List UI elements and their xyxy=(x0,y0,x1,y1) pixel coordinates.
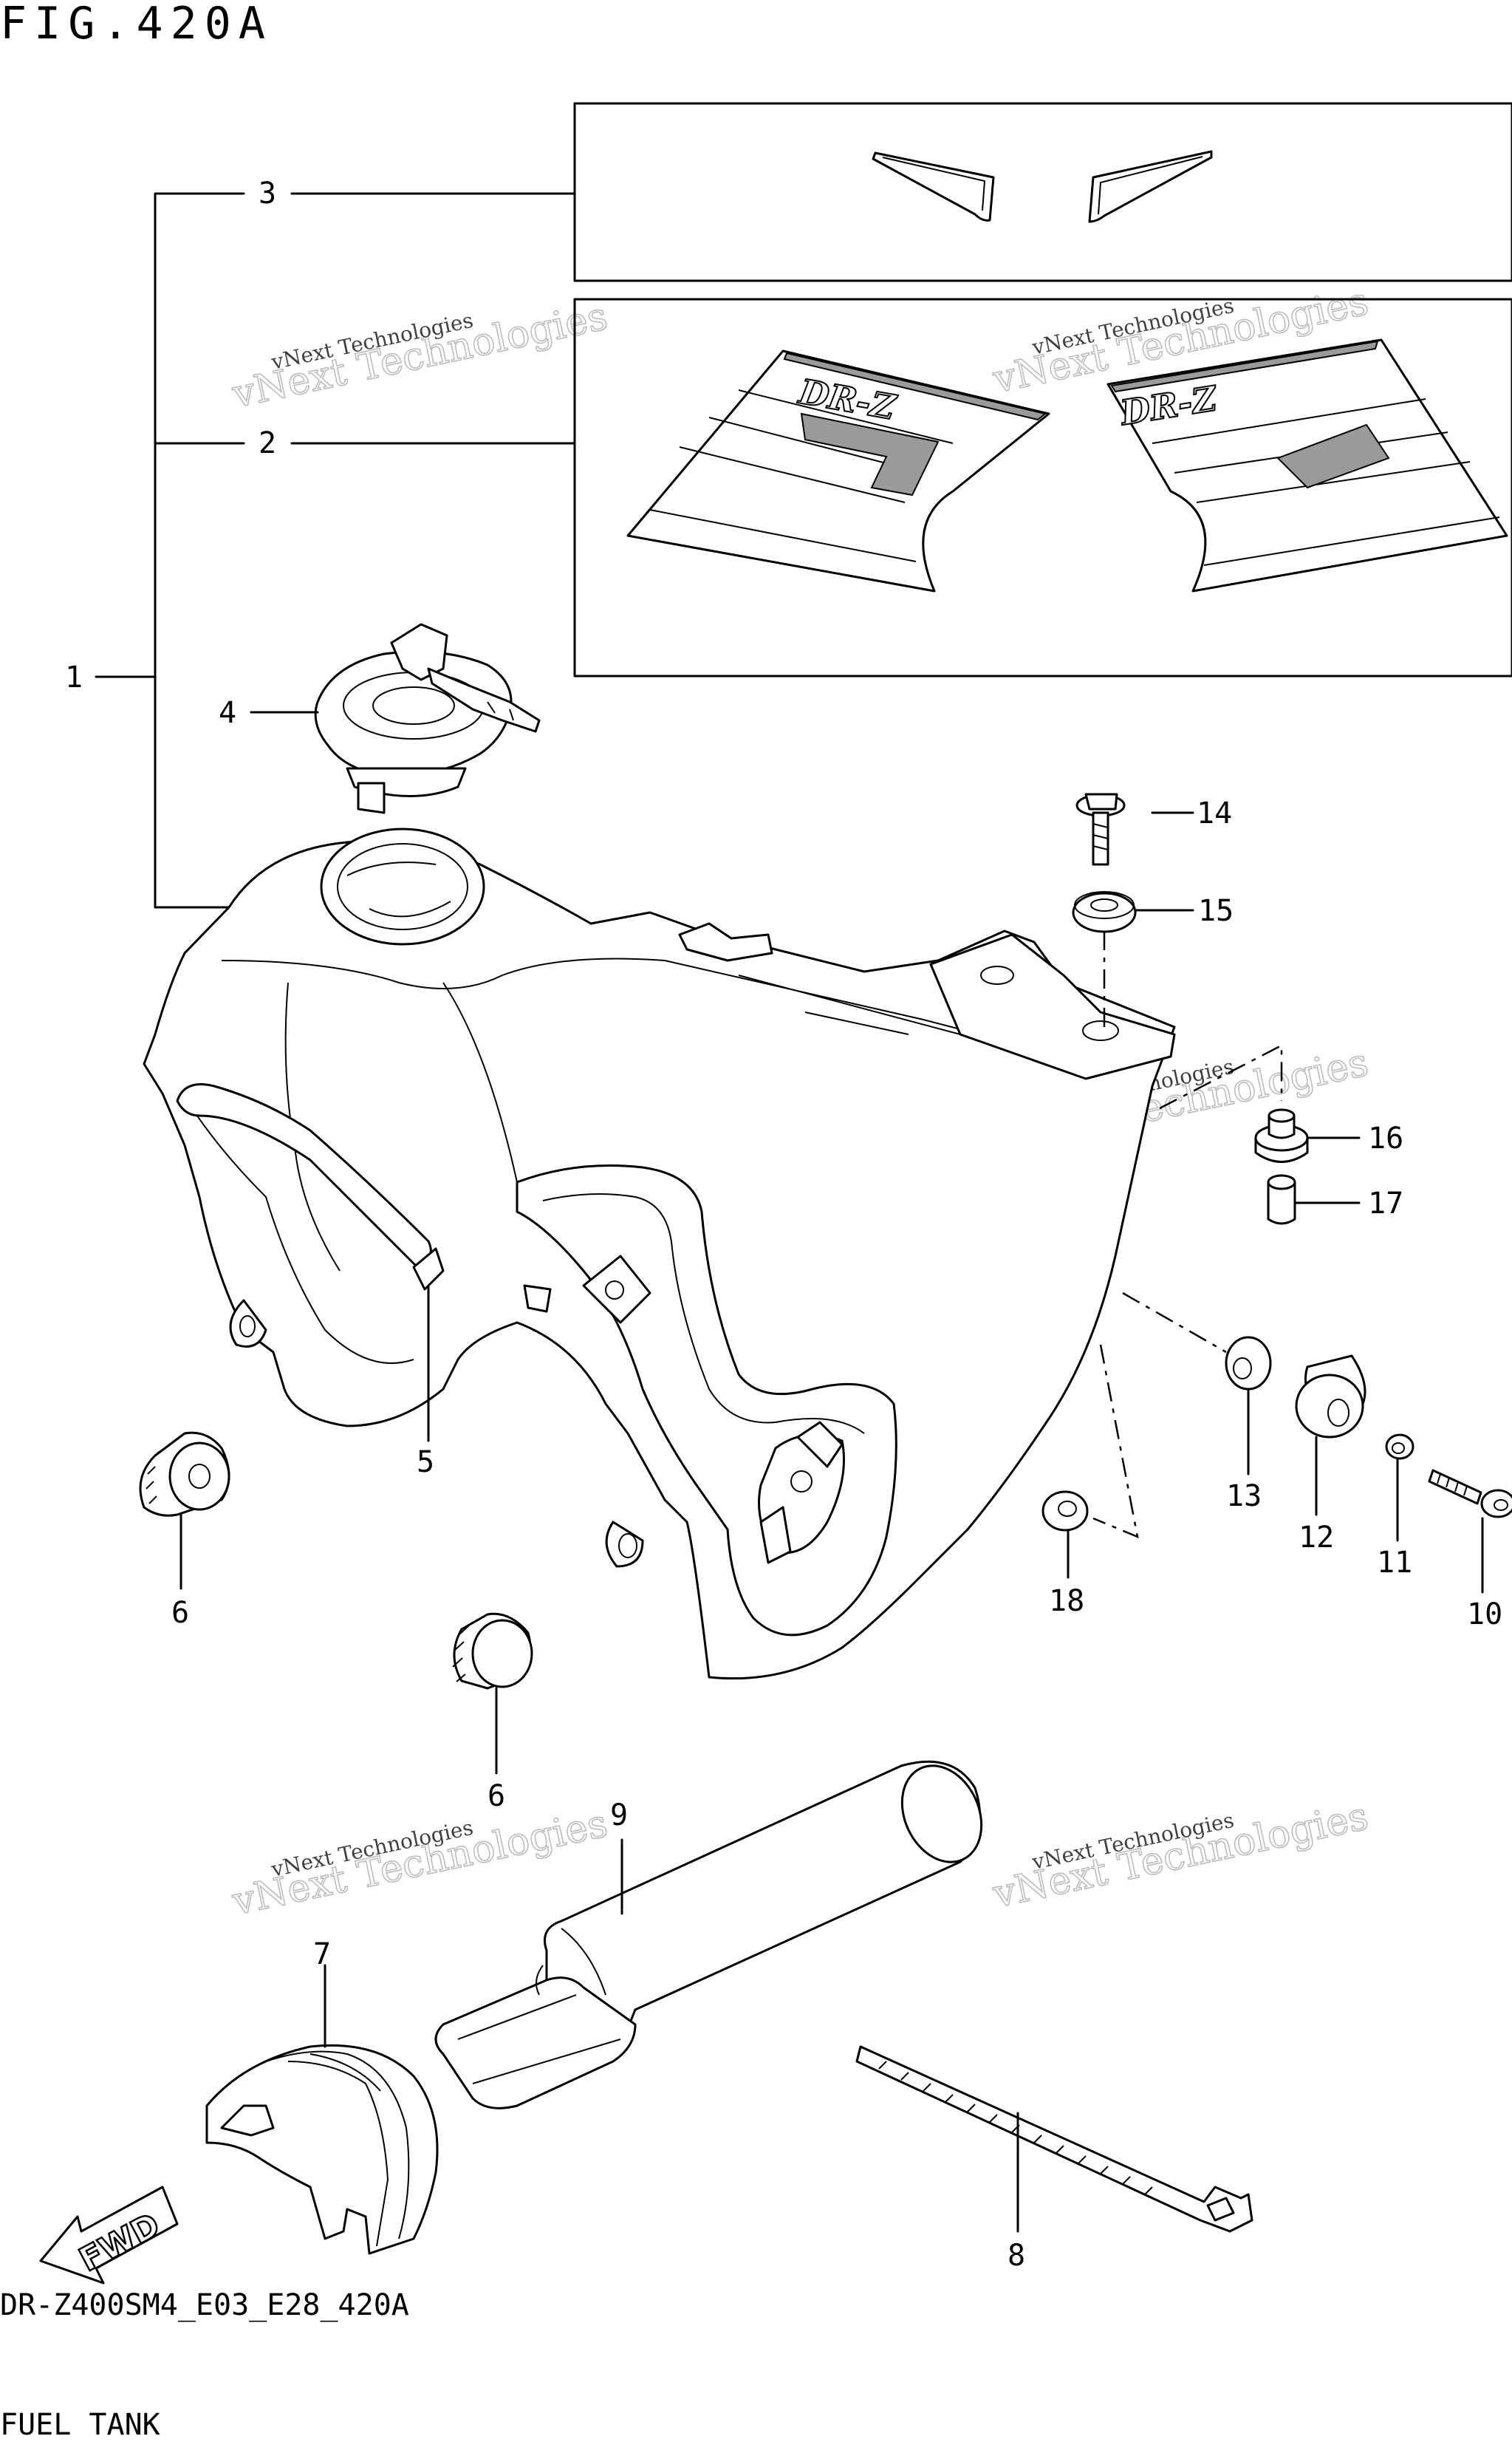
callout-18: 18 xyxy=(1049,1584,1084,1618)
cable-tie-8 xyxy=(855,2045,1253,2233)
leader-lines xyxy=(179,711,1484,2233)
forward-arrow: FWD xyxy=(39,2186,179,2285)
cushion-7 xyxy=(205,2044,439,2255)
callout-9: 9 xyxy=(610,1798,628,1832)
nut-18 xyxy=(1041,1490,1089,1532)
fuel-tank xyxy=(143,828,1176,1680)
callout-15: 15 xyxy=(1198,894,1234,928)
collar-17 xyxy=(1267,1174,1296,1225)
decal-left: DR-Z xyxy=(626,349,1050,593)
collar-11 xyxy=(1385,1433,1414,1460)
cushion-16 xyxy=(1254,1108,1309,1163)
callout-5: 5 xyxy=(417,1445,434,1479)
callout-4: 4 xyxy=(219,696,236,730)
cushion-6-lower xyxy=(452,1612,533,1690)
figure-title: FIG.420A xyxy=(0,0,273,50)
fuel-cap xyxy=(314,623,541,814)
callout-3: 3 xyxy=(259,177,276,211)
callout-6-lower: 6 xyxy=(488,1779,505,1813)
callout-14: 14 xyxy=(1197,796,1232,830)
figure-code: DR-Z400SM4_E03_E28_420A xyxy=(0,2288,409,2322)
assembly-bracket xyxy=(95,192,576,909)
callout-12: 12 xyxy=(1299,1521,1334,1555)
cushion-12 xyxy=(1295,1354,1366,1439)
bolt-10 xyxy=(1428,1469,1512,1518)
decal-right: DR-Z xyxy=(1106,338,1508,593)
decal-box: DR-Z DR-Z xyxy=(573,298,1512,678)
callout-17: 17 xyxy=(1368,1187,1403,1221)
callout-7: 7 xyxy=(313,1937,331,1971)
emblem-right xyxy=(1088,150,1213,223)
callout-11: 11 xyxy=(1377,1546,1412,1580)
callout-1: 1 xyxy=(65,661,83,695)
callout-8: 8 xyxy=(1008,2239,1025,2273)
callout-6-upper: 6 xyxy=(171,1596,189,1630)
callout-labels: 1 2 3 4 5 6 6 7 8 9 10 11 12 13 14 15 16… xyxy=(65,177,1502,2273)
cushion-13 xyxy=(1225,1336,1272,1391)
cushion-6-upper xyxy=(139,1431,230,1517)
protector-9 xyxy=(434,1760,983,2109)
callout-10: 10 xyxy=(1467,1597,1502,1631)
callout-13: 13 xyxy=(1226,1479,1262,1513)
emblem-box xyxy=(573,102,1512,282)
cushion-15 xyxy=(1072,891,1137,933)
figure-name: FUEL TANK xyxy=(0,2408,160,2442)
callout-16: 16 xyxy=(1368,1122,1403,1156)
bolt-14 xyxy=(1075,793,1126,866)
emblem-left xyxy=(872,151,995,222)
callout-2: 2 xyxy=(259,426,276,460)
